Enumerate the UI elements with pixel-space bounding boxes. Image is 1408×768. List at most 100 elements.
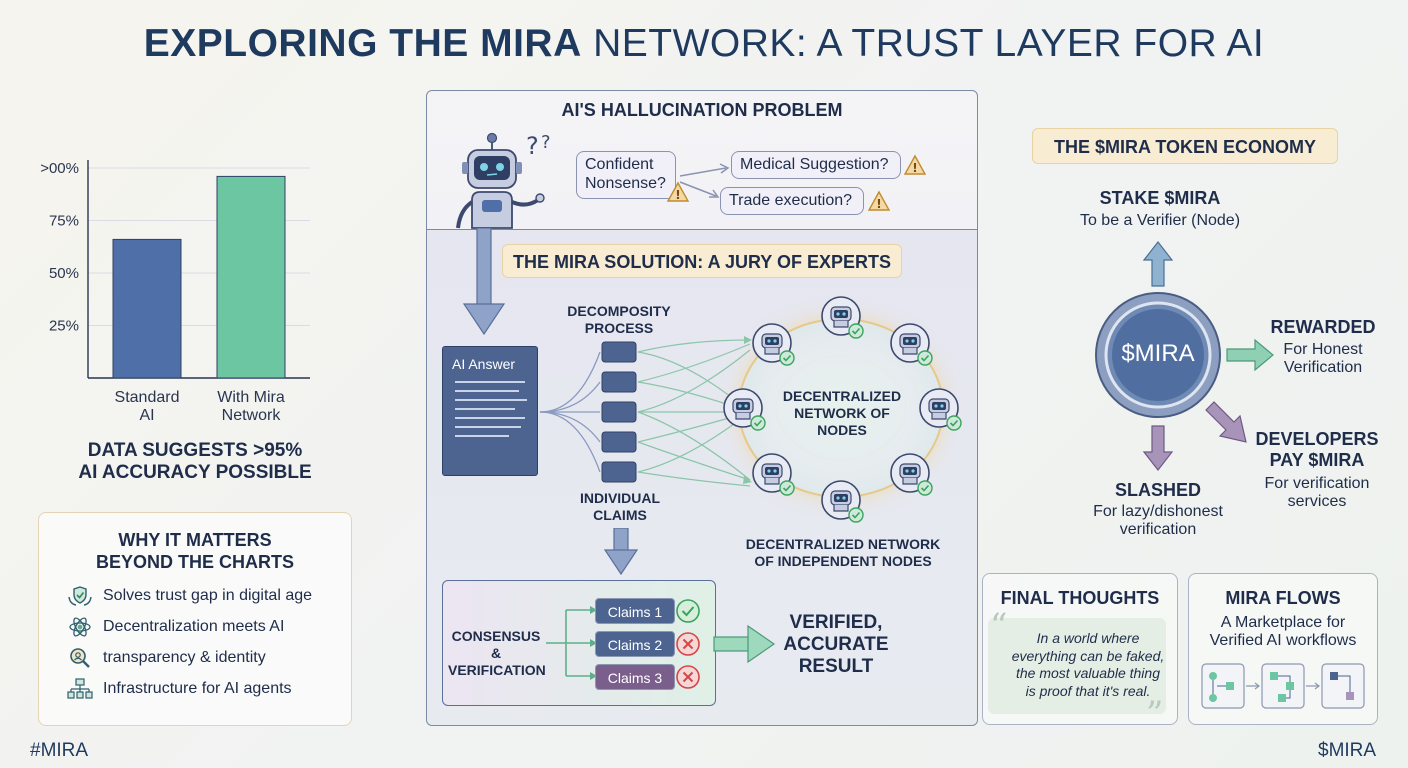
final-thoughts-title: FINAL THOUGHTS	[1000, 588, 1160, 608]
dev-title-line2: PAY $MIRA	[1269, 450, 1365, 470]
network-caption-line2: OF INDEPENDENT NODES	[754, 553, 932, 569]
stake-title: STAKE $MIRA	[1099, 188, 1221, 208]
title-bold: EXPLORING THE MIRA	[143, 22, 582, 65]
category-label: With Mira	[217, 389, 285, 406]
decompose-line1: DECOMPOSITY	[567, 303, 671, 319]
node-robot-icon	[889, 322, 935, 368]
mira-flows-title: MIRA FLOWS	[1225, 588, 1341, 608]
result-line1: VERIFIED,	[789, 612, 883, 633]
why-item-text: Solves trust gap in digital age	[103, 587, 313, 604]
quote-line1: In a world where	[1036, 630, 1140, 646]
title-rest: NETWORK: A TRUST LAYER FOR AI	[581, 22, 1265, 65]
why-item-text: transparency & identity	[103, 649, 266, 666]
rewarded-subtitle: For Honest Verification	[1258, 341, 1388, 377]
workflow-icons	[1201, 663, 1365, 709]
token-economy-banner: THE $MIRA TOKEN ECONOMY	[1032, 128, 1338, 164]
result-arrow	[713, 624, 776, 664]
slash-sub-line2: verification	[1119, 521, 1197, 538]
chart-caption-line2: AI ACCURACY POSSIBLE	[78, 462, 312, 483]
developers-subtitle: For verification services	[1242, 475, 1392, 511]
page-title: EXPLORING THE MIRA NETWORK: A TRUST LAYE…	[0, 22, 1408, 66]
claim-2: Claims 2	[595, 631, 675, 657]
down-arrow	[462, 228, 506, 336]
why-item-text: Decentralization meets AI	[103, 618, 285, 635]
slashed-subtitle: For lazy/dishonest verification	[1060, 503, 1256, 539]
ticker-mira: $MIRA	[1318, 740, 1377, 761]
reward-sub-line1: For Honest	[1283, 341, 1363, 358]
mira-coin-icon	[1095, 292, 1221, 418]
dev-title-line1: DEVELOPERS	[1255, 429, 1379, 449]
problem-title: AI'S HALLUCINATION PROBLEM	[561, 100, 843, 120]
network-center-line3: NODES	[817, 422, 867, 438]
node-robot-icon	[751, 452, 797, 498]
cross-icon	[676, 665, 700, 689]
verified-result: VERIFIED, ACCURATE RESULT	[776, 612, 896, 678]
warning-icon: !	[666, 181, 690, 202]
hashtag-mira: #MIRA	[30, 740, 89, 761]
flows-sub-line1: A Marketplace for	[1220, 614, 1346, 631]
mira-flows-subtitle: A Marketplace for Verified AI workflows	[1188, 614, 1378, 650]
network-caption-line1: DECENTRALIZED NETWORK	[745, 536, 941, 552]
consensus-branch	[546, 606, 597, 680]
cross-icon	[676, 632, 700, 656]
node-robot-icon	[751, 322, 797, 368]
consensus-label: CONSENSUS & VERIFICATION	[448, 628, 546, 679]
consensus-line2: VERIFICATION	[448, 662, 546, 678]
decomposity-label: DECOMPOSITY PROCESS	[556, 303, 682, 337]
why-title-line1: WHY IT MATTERS	[118, 530, 272, 550]
shield-hands-icon	[68, 586, 92, 606]
up-arrow	[1142, 241, 1174, 287]
down-right-arrow	[1205, 401, 1247, 443]
trade-execution-bubble: Trade execution?	[720, 187, 864, 215]
svg-text:!: !	[675, 188, 680, 202]
decompose-line2: PROCESS	[584, 320, 654, 336]
network-center-line1: DECENTRALIZED	[782, 388, 902, 404]
coin-label: $MIRA	[1121, 340, 1195, 367]
quote-line4: is proof that it's real.	[1025, 682, 1151, 699]
stake-subtitle: To be a Verifier (Node)	[1079, 212, 1241, 229]
slash-sub-line1: For lazy/dishonest	[1093, 503, 1223, 520]
confident-nonsense-bubble: Confident Nonsense?	[576, 151, 676, 199]
flows-sub-line2: Verified AI workflows	[1209, 632, 1357, 649]
chart-caption: DATA SUGGESTS >95% AI ACCURACY POSSIBLE	[40, 440, 350, 484]
network-tree-icon	[67, 678, 93, 699]
why-title: WHY IT MATTERS BEYOND THE CHARTS	[39, 529, 351, 573]
down-arrow	[603, 528, 639, 576]
robot-icon: ? ?	[456, 132, 551, 229]
why-item-text: Infrastructure for AI agents	[103, 680, 292, 697]
svg-text:!: !	[912, 161, 917, 175]
problem-arrows	[679, 163, 730, 198]
developers-title: DEVELOPERS PAY $MIRA	[1242, 429, 1392, 471]
y-tick-label: 75%	[49, 213, 79, 230]
quote-close-icon: ”	[1146, 694, 1164, 734]
node-robot-icon	[889, 452, 935, 498]
node-robot-icon	[918, 387, 964, 433]
individual-claims-label: INDIVIDUAL CLAIMS	[560, 490, 680, 524]
chart-caption-line1: DATA SUGGESTS >95%	[87, 440, 303, 461]
why-item-trust: Solves trust gap in digital age	[67, 585, 351, 607]
y-tick-label: 50%	[49, 265, 79, 282]
bubble-line1: Confident	[585, 156, 654, 173]
individual-line1: INDIVIDUAL	[579, 490, 661, 506]
text-lines-icon	[455, 381, 527, 437]
warning-icon: !	[903, 154, 927, 175]
node-robot-icon	[820, 479, 866, 525]
claim-3: Claims 3	[595, 664, 675, 690]
solution-banner: THE MIRA SOLUTION: A JURY OF EXPERTS	[502, 244, 902, 278]
svg-text:?: ?	[541, 132, 551, 153]
quote-line3: the most valuable thing	[1016, 665, 1160, 681]
category-label: AI	[139, 407, 154, 424]
node-robot-icon	[820, 295, 866, 341]
warning-icon: !	[867, 190, 891, 211]
right-arrow	[1226, 338, 1274, 372]
bar-1	[112, 238, 182, 379]
atom-gear-icon	[69, 617, 91, 637]
node-robot-icon	[722, 387, 768, 433]
y-tick-label: >00%	[40, 160, 79, 177]
slashed-title: SLASHED	[1114, 480, 1201, 500]
category-label: Standard	[115, 389, 180, 406]
y-tick-label: 25%	[49, 318, 79, 335]
final-quote: In a world where everything can be faked…	[990, 630, 1186, 700]
